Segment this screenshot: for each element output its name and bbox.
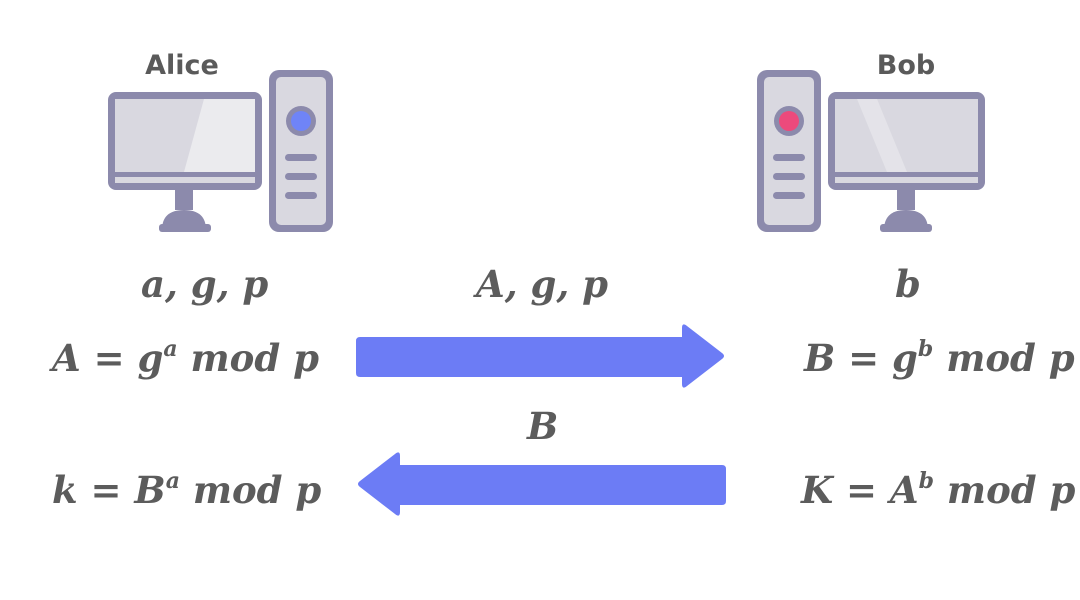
arrow-right-icon — [356, 324, 724, 388]
alice-secret-lhs: k = B — [52, 468, 166, 512]
bob-name: Bob — [876, 50, 936, 81]
bob-public-exponent: b — [917, 336, 934, 362]
bob-shared-secret-formula: K = Ab mod p — [801, 468, 1075, 512]
alice-public-exponent: a — [163, 336, 178, 362]
alice-public-lhs: A = g — [52, 336, 164, 380]
alice-computer-icon — [108, 70, 333, 232]
exchange-to-alice-label: B — [527, 404, 559, 448]
alice-public-key-formula: A = ga mod p — [52, 336, 319, 380]
alice-shared-secret-formula: k = Ba mod p — [52, 468, 321, 512]
bob-computer-icon — [757, 70, 985, 232]
bob-secret-exponent: b — [918, 468, 935, 494]
alice-name: Alice — [145, 50, 219, 81]
bob-secret-rhs: mod p — [934, 468, 1076, 512]
bob-known-values: b — [895, 262, 921, 306]
bob-public-rhs: mod p — [933, 336, 1075, 380]
alice-known-values: a, g, p — [141, 262, 269, 306]
alice-public-rhs: mod p — [177, 336, 319, 380]
alice-secret-rhs: mod p — [179, 468, 322, 512]
alice-secret-exponent: a — [165, 468, 180, 494]
bob-public-key-formula: B = gb mod p — [804, 336, 1075, 380]
arrow-left-icon — [358, 452, 726, 516]
exchange-to-bob-label: A, g, p — [476, 262, 608, 306]
bob-secret-lhs: K = A — [801, 468, 919, 512]
bob-public-lhs: B = g — [804, 336, 918, 380]
